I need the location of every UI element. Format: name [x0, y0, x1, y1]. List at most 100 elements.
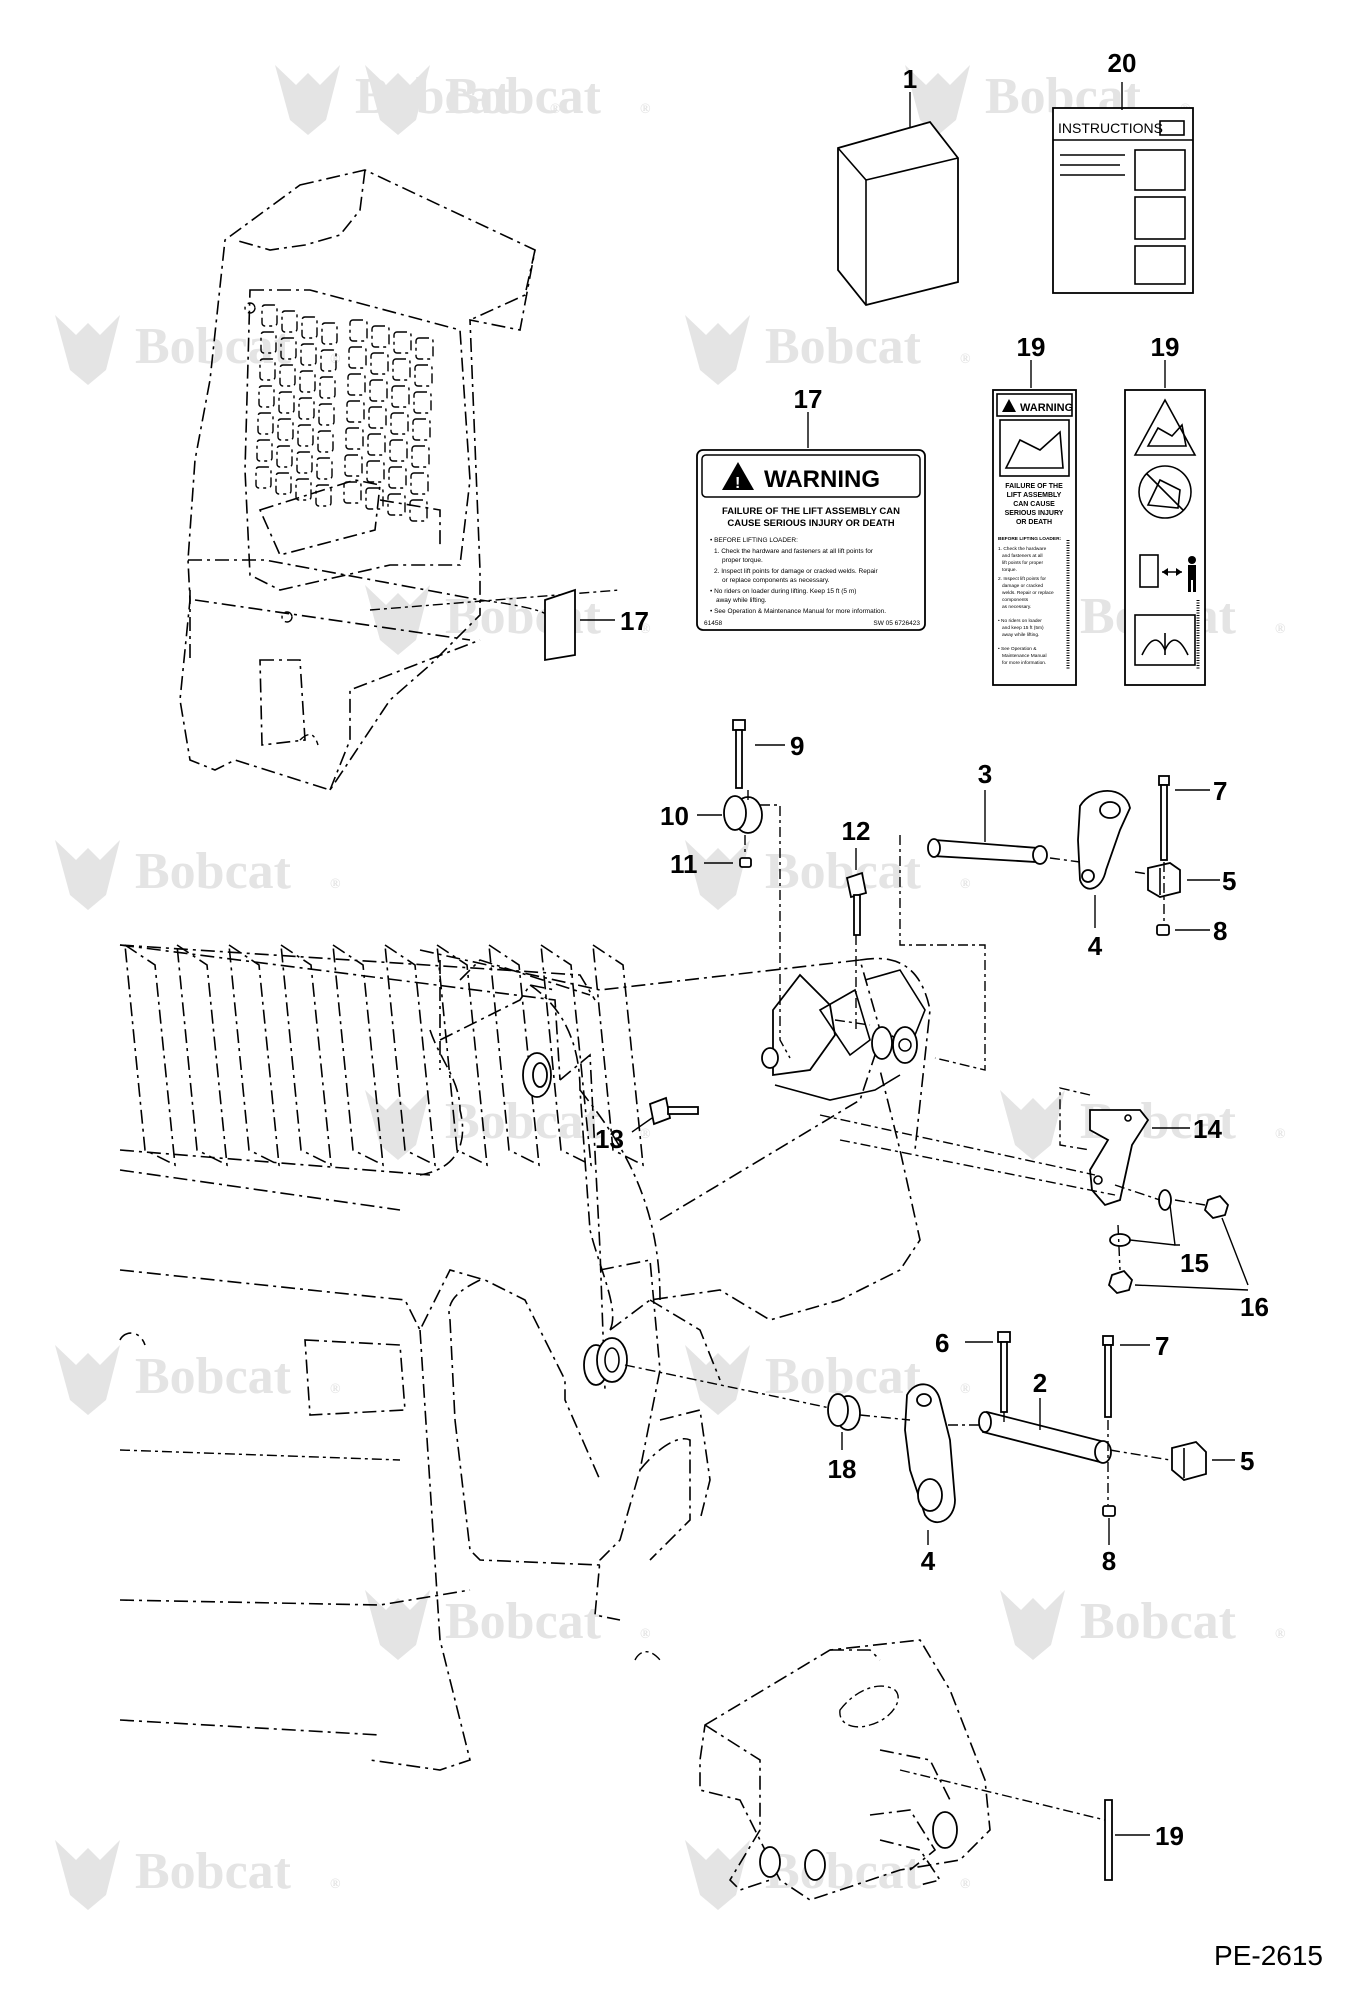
- part-10-bushing[interactable]: [697, 795, 763, 834]
- lift-pivot-lower[interactable]: [583, 1337, 628, 1386]
- callout-4: 4: [1088, 931, 1103, 961]
- screen-cell: [388, 466, 407, 489]
- part-7-bolt[interactable]: [1158, 775, 1210, 861]
- screen-cell: [345, 427, 364, 450]
- svg-text:Bobcat: Bobcat: [135, 1843, 292, 1900]
- screen-cell: [343, 481, 362, 504]
- watermark: Bobcat®: [365, 1090, 651, 1160]
- part-16-nut[interactable]: [1107, 1194, 1249, 1294]
- part-1-box[interactable]: [837, 92, 959, 307]
- vertical-decal-text: Maintenance Manual: [1002, 653, 1047, 659]
- callout-8: 8: [1213, 916, 1227, 946]
- part-17-warning-decal[interactable]: ! WARNING FAILURE OF THE LIFT ASSEMBLY C…: [696, 412, 926, 631]
- part-8-nut[interactable]: [1156, 924, 1210, 936]
- svg-text:®: ®: [1275, 1627, 1286, 1642]
- svg-text:®: ®: [960, 352, 971, 367]
- part-5-castle-nut-lower[interactable]: [1171, 1441, 1235, 1481]
- screen-cell: [348, 346, 367, 369]
- part-15-washer[interactable]: [1109, 1189, 1180, 1247]
- loader-frame: [119, 943, 931, 1771]
- vertical-decal-text: • No riders on loader: [998, 618, 1042, 624]
- screen-cell: [410, 472, 429, 495]
- screen-cell: [391, 385, 410, 408]
- svg-text:®: ®: [960, 1382, 971, 1397]
- screen-cell: [365, 487, 384, 510]
- screen-cell: [318, 403, 335, 426]
- svg-text:Bobcat: Bobcat: [445, 68, 602, 125]
- part-19-pictorial-decal[interactable]: [1124, 360, 1206, 686]
- callout-11: 11: [670, 849, 698, 879]
- vertical-decal-text: FAILURE OF THE: [1005, 483, 1063, 490]
- part-19-decal-location[interactable]: [1104, 1799, 1150, 1881]
- vertical-decal-text: 2. Inspect lift points for: [998, 576, 1046, 582]
- screen-cell: [321, 322, 338, 345]
- screen-cell: [316, 457, 333, 480]
- screen-cell: [411, 445, 430, 468]
- part-20-instructions-sheet[interactable]: INSTRUCTIONS: [1052, 82, 1194, 294]
- part-5-castle-nut[interactable]: [1147, 862, 1220, 898]
- svg-text:®: ®: [640, 102, 651, 117]
- svg-text:!: !: [735, 475, 740, 492]
- part-18-bushing[interactable]: [827, 1393, 861, 1450]
- svg-text:Bobcat: Bobcat: [1080, 1593, 1237, 1650]
- vertical-decal-text: for more information.: [1002, 660, 1046, 666]
- screen-cell: [300, 343, 317, 366]
- watermark: Bobcat®: [685, 315, 971, 385]
- vertical-decal-header: WARNING: [1020, 402, 1073, 414]
- part-4-link-plate-lower[interactable]: [904, 1383, 956, 1545]
- svg-text:Bobcat: Bobcat: [765, 1843, 922, 1900]
- part-14-bracket[interactable]: [1089, 1109, 1190, 1207]
- svg-text:®: ®: [640, 1627, 651, 1642]
- screen-cell: [259, 358, 276, 381]
- screen-cell: [295, 478, 312, 501]
- vertical-decal-text: torque.: [1002, 567, 1017, 573]
- vertical-decal-text: lift points for proper: [1002, 560, 1043, 566]
- vertical-decal-text: • See Operation &: [998, 646, 1037, 652]
- screen-cell: [319, 376, 336, 399]
- watermark: Bobcat®: [55, 840, 341, 910]
- operator-cab: [179, 169, 621, 791]
- frame-mid-edge: [119, 1149, 431, 1176]
- svg-text:Bobcat: Bobcat: [445, 588, 602, 645]
- warning-line: • See Operation & Maintenance Manual for…: [710, 608, 886, 615]
- frame-slat: [540, 943, 592, 1167]
- part-6-bolt[interactable]: [965, 1331, 1011, 1413]
- screen-cell: [301, 316, 318, 339]
- callout-8-lower: 8: [1102, 1546, 1116, 1576]
- part-12-bolt[interactable]: [845, 848, 868, 936]
- part-13-bolt[interactable]: [631, 1096, 699, 1133]
- warning-line: • No riders on loader during lifting. Ke…: [710, 588, 856, 595]
- part-17-decal-location[interactable]: [544, 588, 615, 662]
- callout-5: 5: [1222, 866, 1236, 896]
- screen-cell: [390, 412, 409, 435]
- part-19-vertical-decal[interactable]: WARNING FAILURE OF THE LIFT ASSEMBLY CAN…: [992, 360, 1077, 686]
- part-4-link-plate[interactable]: [1077, 790, 1131, 928]
- vertical-decal-text: LIFT ASSEMBLY: [1007, 492, 1062, 499]
- screen-cell: [393, 331, 412, 354]
- frame-slat: [280, 943, 332, 1167]
- callout-7-lower: 7: [1155, 1331, 1169, 1361]
- screen-cell: [367, 433, 386, 456]
- callout-17-cab: 17: [620, 606, 649, 636]
- frame-slat: [124, 943, 176, 1167]
- screen-cell: [296, 451, 313, 474]
- screen-cell: [347, 373, 366, 396]
- screen-cell: [366, 460, 385, 483]
- screen-cell: [371, 325, 390, 348]
- part-3-pin[interactable]: [927, 790, 1048, 865]
- callout-15: 15: [1180, 1248, 1209, 1278]
- lift-pivot-upper[interactable]: [522, 969, 926, 1101]
- part-11-nut[interactable]: [704, 857, 752, 868]
- part-8-nut-lower[interactable]: [1102, 1505, 1116, 1545]
- vertical-decal-text: as necessary.: [1002, 604, 1031, 610]
- part-9-bolt[interactable]: [732, 719, 785, 789]
- part-2-pin[interactable]: [978, 1398, 1112, 1464]
- callout-17-decal: 17: [794, 384, 823, 414]
- svg-text:®: ®: [1275, 622, 1286, 637]
- part-7-bolt-lower[interactable]: [1102, 1335, 1150, 1418]
- callout-19-vertical: 19: [1017, 332, 1046, 362]
- watermark: Bobcat ®: [365, 65, 651, 135]
- screen-cell: [370, 352, 389, 375]
- alignment-lines: [624, 790, 1206, 1505]
